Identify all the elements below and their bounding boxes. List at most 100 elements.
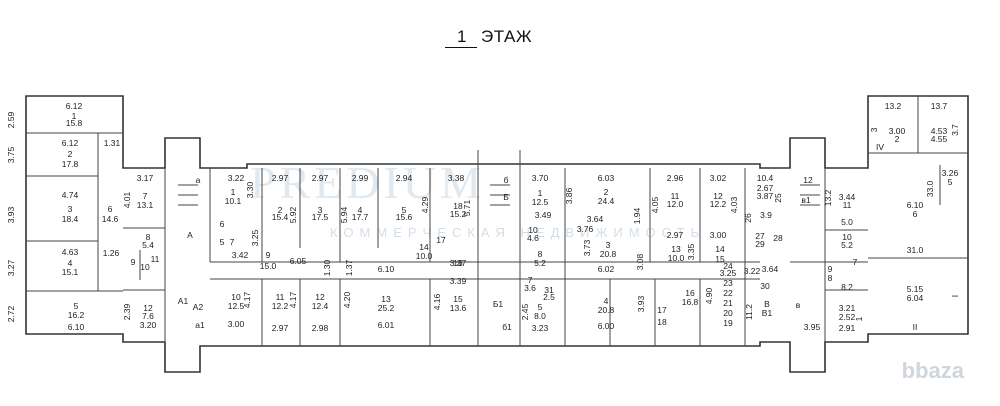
stair-label: а1 bbox=[195, 320, 205, 330]
room-area: 12.4 bbox=[312, 301, 329, 311]
room-number: 2 bbox=[68, 149, 73, 159]
room-area: 17.5 bbox=[312, 212, 329, 222]
stair-label: A2 bbox=[193, 302, 204, 312]
dim-label: 3.25 bbox=[250, 229, 260, 246]
room-number: 12 bbox=[713, 191, 723, 201]
dim-label: 2.59 bbox=[6, 111, 16, 128]
room-number: 3.21 bbox=[839, 303, 856, 313]
stair-label: в bbox=[796, 300, 801, 310]
room-number: 5 bbox=[538, 302, 543, 312]
dim-label: 1.30 bbox=[322, 259, 332, 276]
dim-label: 1.26 bbox=[103, 248, 120, 258]
dim-label: 13.2 bbox=[885, 101, 902, 111]
dim-label: 3.02 bbox=[710, 173, 727, 183]
room-number: 11 bbox=[671, 191, 680, 201]
room-number: 16 bbox=[685, 288, 695, 298]
dim-label: 4.01 bbox=[122, 191, 132, 208]
room-number: 7 bbox=[230, 237, 235, 247]
room-number: 8.2 bbox=[841, 282, 853, 292]
room-number: 12 bbox=[143, 303, 153, 313]
room-area: 10.1 bbox=[225, 196, 242, 206]
dim-label: 33.0 bbox=[925, 180, 935, 197]
room-area: 3.87 bbox=[757, 191, 774, 201]
room-area: 20.8 bbox=[598, 305, 615, 315]
room-area: 8 bbox=[828, 273, 833, 283]
dim-label: 5.0 bbox=[841, 217, 853, 227]
floor-word: ЭТАЖ bbox=[480, 27, 533, 46]
room-number: 4 bbox=[68, 258, 73, 268]
room-area: 16.2 bbox=[68, 310, 85, 320]
dim-label: 2.72 bbox=[6, 305, 16, 322]
dim-label: 25 bbox=[773, 193, 783, 203]
dim-label: 4.74 bbox=[62, 190, 79, 200]
room-number: 20 bbox=[723, 308, 733, 318]
room-area: 29 bbox=[755, 239, 765, 249]
room-area: 5.2 bbox=[534, 258, 546, 268]
room-area: 7.6 bbox=[142, 311, 154, 321]
room-area: 2.52 bbox=[839, 312, 856, 322]
room-area: 24.4 bbox=[598, 196, 615, 206]
dim-label: 6.02 bbox=[598, 264, 615, 274]
watermark-subtitle: КОММЕРЧЕСКАЯ НЕДВИЖИМОСТЬ bbox=[330, 225, 706, 240]
room-number: 3.9 bbox=[760, 210, 772, 220]
room-number: 18 bbox=[453, 201, 463, 211]
room-number: 7 bbox=[528, 275, 533, 285]
room-number: 3.44 bbox=[839, 192, 856, 202]
room-number: 2.67 bbox=[757, 183, 774, 193]
dim-label: 30 bbox=[760, 281, 770, 291]
room-number: 16 bbox=[453, 258, 463, 268]
dim-label: 3.17 bbox=[137, 173, 154, 183]
brand-watermark: bbaza bbox=[901, 358, 964, 383]
room-number: 10 bbox=[842, 232, 852, 242]
room-number: 6 bbox=[220, 219, 225, 229]
dim-label: 6.00 bbox=[598, 321, 615, 331]
room-number: 9 bbox=[828, 264, 833, 274]
dim-label: 6.03 bbox=[598, 173, 615, 183]
dim-label: 3.42 bbox=[232, 250, 249, 260]
dim-label: 3.20 bbox=[140, 320, 157, 330]
room-number: 17 bbox=[436, 235, 446, 245]
room-area: 2.5 bbox=[543, 292, 555, 302]
dim-label: 2.98 bbox=[312, 323, 329, 333]
dim-label: 4.17 bbox=[242, 291, 252, 308]
dim-label: 3.38 bbox=[448, 173, 465, 183]
stair-label: Б bbox=[503, 192, 509, 202]
dim-label: 3.93 bbox=[6, 206, 16, 223]
room-number: 6 bbox=[108, 204, 113, 214]
dim-label: 3.27 bbox=[6, 259, 16, 276]
room-number: 19 bbox=[723, 318, 733, 328]
dim-label: 2.39 bbox=[122, 303, 132, 320]
dim-label: 3.39 bbox=[450, 276, 467, 286]
dim-label: 3.75 bbox=[6, 146, 16, 163]
room-number: 17 bbox=[657, 305, 667, 315]
stair-label: А bbox=[187, 230, 193, 240]
dim-label: 3.70 bbox=[532, 173, 549, 183]
room-area: 4.6 bbox=[527, 233, 539, 243]
roman-mark: IV bbox=[876, 142, 884, 152]
room-area: 6 bbox=[913, 209, 918, 219]
room-number: 27 bbox=[755, 231, 765, 241]
dim-label: 2.97 bbox=[272, 323, 289, 333]
dim-label: 13.2 bbox=[823, 189, 833, 206]
dim-label: 5.71 bbox=[462, 199, 472, 216]
room-area: 15.2 bbox=[450, 209, 467, 219]
dim-label: 2.97 bbox=[272, 173, 289, 183]
room-number: 14 bbox=[715, 244, 725, 254]
room-number: 3.25 bbox=[720, 268, 737, 278]
dim-label: 1.31 bbox=[104, 138, 121, 148]
room-number: 15 bbox=[715, 254, 725, 264]
dim-label: 26 bbox=[743, 213, 753, 223]
stair-label: б1 bbox=[502, 322, 512, 332]
dim-label: 3.30 bbox=[245, 181, 255, 198]
room-number: 3.22 bbox=[744, 266, 761, 276]
room-area: 12.5 bbox=[532, 197, 549, 207]
room-number: 10 bbox=[140, 262, 150, 272]
room-area: 12.0 bbox=[667, 199, 684, 209]
room-number: 13 bbox=[381, 294, 391, 304]
room-number: 14 bbox=[419, 242, 429, 252]
stair-label: б bbox=[504, 175, 509, 185]
dim-label: 6.10 bbox=[68, 322, 85, 332]
room-number: 4.53 bbox=[931, 126, 948, 136]
room-area: 8.0 bbox=[534, 311, 546, 321]
room-number: В bbox=[764, 299, 770, 309]
